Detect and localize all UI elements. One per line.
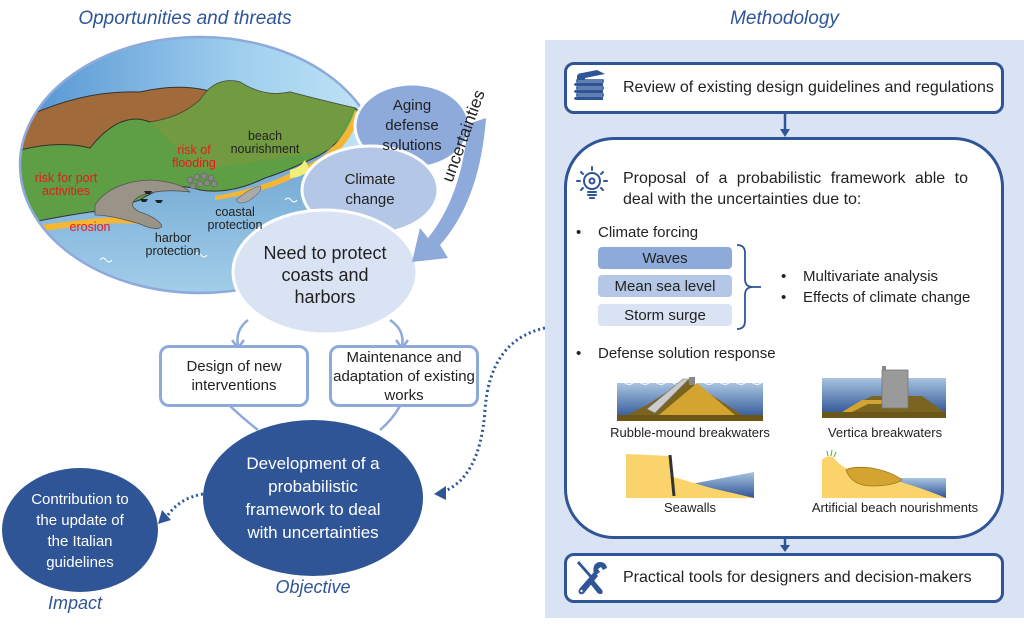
analysis-multivariate: Multivariate analysis (781, 268, 938, 285)
design-new-interventions-box: Design of new interventions (159, 345, 309, 407)
books-icon (574, 70, 605, 100)
impact-label: Impact (47, 593, 103, 613)
climate-forcing-bullet: Climate forcing (576, 224, 698, 241)
need-bubble-shape (231, 208, 419, 336)
rubble-mound-illustration (617, 377, 763, 421)
methodology-title: Methodology (730, 8, 839, 29)
seawall-illustration (626, 454, 754, 498)
curly-brace (736, 244, 761, 330)
need-to-protect-bubble: Need to protect coasts and harbors (263, 243, 387, 307)
forcing-mean-sea-level: Mean sea level (598, 275, 732, 297)
uncertainties-arrow (412, 118, 486, 262)
caption-seawalls: Seawalls (663, 500, 717, 515)
impact-ellipse-shape (2, 468, 158, 592)
caption-beach-nourishments: Artificial beach nourishments (811, 500, 979, 515)
proposal-label-line2: deal with the uncertainties due to: (623, 191, 862, 208)
label-coastal-protection: coastal protection (207, 205, 263, 232)
tools-box (564, 553, 1004, 603)
opportunities-title: Opportunities and threats (78, 8, 292, 29)
vertical-breakwater-illustration (822, 366, 946, 418)
label-beach-nourishment: beach nourishment (230, 129, 300, 156)
impact-ellipse: Contribution to the update of the Italia… (31, 491, 129, 571)
objective-label: Objective (275, 577, 351, 597)
climate-change-bubble: Climate change (344, 171, 396, 208)
lightbulb-gear-icon (576, 166, 608, 199)
objective-ellipse-shape (203, 420, 423, 576)
label-erosion: erosion (69, 220, 111, 234)
beach-nourishment-illustration (822, 450, 946, 498)
review-label: Review of existing design guidelines and… (623, 79, 994, 96)
maintenance-adaptation-box: Maintenance and adaptation of existing w… (329, 345, 479, 407)
caption-rubble-mound: Rubble-mound breakwaters (610, 425, 770, 440)
objective-ellipse: Development of a probabilistic framework… (245, 454, 381, 542)
label-risk-flooding: risk of flooding (172, 143, 216, 170)
label-risk-port: risk for port activities (34, 171, 98, 198)
tools-label: Practical tools for designers and decisi… (623, 569, 972, 586)
caption-vertical-breakwaters: Vertica breakwaters (827, 425, 943, 440)
proposal-label-line1: Proposal of a probabilistic framework ab… (623, 170, 968, 187)
defense-response-bullet: Defense solution response (576, 345, 776, 362)
arrow-review-to-proposal (780, 114, 790, 137)
forcing-storm-surge: Storm surge (598, 304, 732, 326)
forcing-waves: Waves (598, 247, 732, 269)
coastal-landscape-illustration (2, 35, 545, 592)
label-harbor-protection: harbor protection (145, 231, 201, 258)
arrow-proposal-to-tools (780, 539, 790, 552)
analysis-climate-change: Effects of climate change (781, 289, 970, 306)
review-box (564, 62, 1004, 114)
wrench-screwdriver-icon (577, 561, 607, 595)
aging-defense-bubble: Aging defense solutions (382, 97, 442, 154)
